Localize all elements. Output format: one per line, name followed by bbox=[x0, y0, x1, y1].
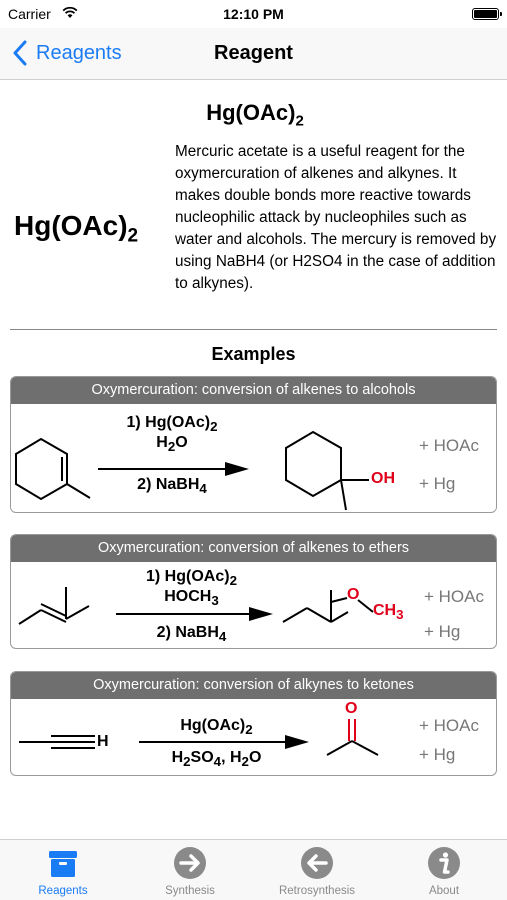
reaction-arrow bbox=[139, 735, 309, 749]
clock: 12:10 PM bbox=[223, 6, 284, 22]
reagent-description: Mercuric acetate is a useful reagent for… bbox=[175, 143, 497, 292]
tab-label: About bbox=[428, 885, 460, 897]
tab-bar: Reagents Synthesis Retrosynthesis About bbox=[0, 839, 507, 900]
oxygen-label: O bbox=[347, 586, 360, 603]
tab-about[interactable]: About bbox=[381, 840, 507, 900]
cyclohexene-structure bbox=[15, 437, 91, 501]
examples-heading: Examples bbox=[211, 344, 296, 364]
back-button[interactable]: Reagents bbox=[12, 38, 122, 68]
tab-label: Retrosynthesis bbox=[278, 885, 356, 897]
reagent-water: H2O bbox=[156, 434, 188, 455]
methyl-ether-structure bbox=[282, 590, 374, 623]
reaction-arrow bbox=[116, 607, 273, 621]
carrier-label: Carrier bbox=[8, 6, 51, 22]
carbonyl-oxygen-label: O bbox=[345, 700, 358, 717]
byproduct-hg: + Hg bbox=[419, 745, 456, 764]
box-icon bbox=[49, 851, 77, 877]
wifi-icon bbox=[62, 6, 78, 18]
example-title: Oxymercuration: conversion of alkynes to… bbox=[11, 672, 496, 699]
reagent-methanol: HOCH3 bbox=[164, 588, 219, 609]
reagent-title: Hg(OAc)2 bbox=[206, 100, 304, 130]
example-card-alkene-ether: Oxymercuration: conversion of alkenes to… bbox=[10, 534, 497, 649]
methyl-label: CH3 bbox=[373, 602, 404, 623]
reagent-step-1: 1) Hg(OAc)2 bbox=[146, 568, 237, 589]
divider bbox=[10, 329, 497, 330]
reagent-step-1: 1) Hg(OAc)2 bbox=[126, 414, 218, 435]
tab-label: Synthesis bbox=[165, 885, 215, 897]
chevron-left-icon bbox=[13, 40, 27, 66]
tab-reagents[interactable]: Reagents bbox=[0, 840, 126, 900]
tab-label: Reagents bbox=[38, 885, 88, 897]
reaction-scheme bbox=[19, 719, 379, 756]
example-card-alkene-alcohol: Oxymercuration: conversion of alkenes to… bbox=[10, 376, 497, 513]
byproduct-hoac: + HOAc bbox=[419, 716, 479, 735]
example-title: Oxymercuration: conversion of alkenes to… bbox=[11, 377, 496, 404]
reagent-step-2: 2) NaBH4 bbox=[137, 476, 207, 497]
example-card-alkyne-ketone: Oxymercuration: conversion of alkynes to… bbox=[10, 671, 497, 776]
arrow-right-circle-icon bbox=[174, 847, 206, 879]
page-title: Reagent bbox=[214, 42, 293, 64]
navigation-bar: Reagents Reagent bbox=[0, 28, 507, 80]
reaction-scheme bbox=[15, 430, 369, 511]
arrow-left-circle-icon bbox=[301, 847, 333, 879]
tab-retrosynthesis[interactable]: Retrosynthesis bbox=[254, 840, 380, 900]
reagent-formula: Hg(OAc)2 bbox=[14, 210, 139, 247]
reaction-scheme bbox=[18, 587, 374, 625]
tab-synthesis[interactable]: Synthesis bbox=[127, 840, 253, 900]
reagent-acid: H2SO4, H2O bbox=[171, 749, 262, 770]
acetone-structure bbox=[326, 719, 379, 756]
byproduct-hoac: + HOAc bbox=[419, 436, 479, 455]
status-bar: Carrier 12:10 PM bbox=[0, 0, 507, 28]
methylcyclohexanol-structure bbox=[285, 430, 369, 511]
reagent-mercury: Hg(OAc)2 bbox=[180, 717, 253, 738]
back-button-label: Reagents bbox=[36, 41, 122, 64]
methylbutene-structure bbox=[18, 587, 90, 625]
byproduct-hg: + Hg bbox=[424, 622, 461, 641]
byproduct-hoac: + HOAc bbox=[424, 587, 484, 606]
info-circle-icon bbox=[428, 847, 460, 879]
battery-icon bbox=[472, 8, 502, 20]
reaction-arrow bbox=[98, 462, 249, 476]
hydroxyl-label: OH bbox=[371, 470, 395, 487]
example-title: Oxymercuration: conversion of alkenes to… bbox=[11, 535, 496, 562]
alkyne-hydrogen-label: H bbox=[97, 733, 109, 750]
reagent-step-2: 2) NaBH4 bbox=[156, 624, 227, 645]
byproduct-hg: + Hg bbox=[419, 474, 456, 493]
propyne-structure bbox=[19, 735, 95, 749]
